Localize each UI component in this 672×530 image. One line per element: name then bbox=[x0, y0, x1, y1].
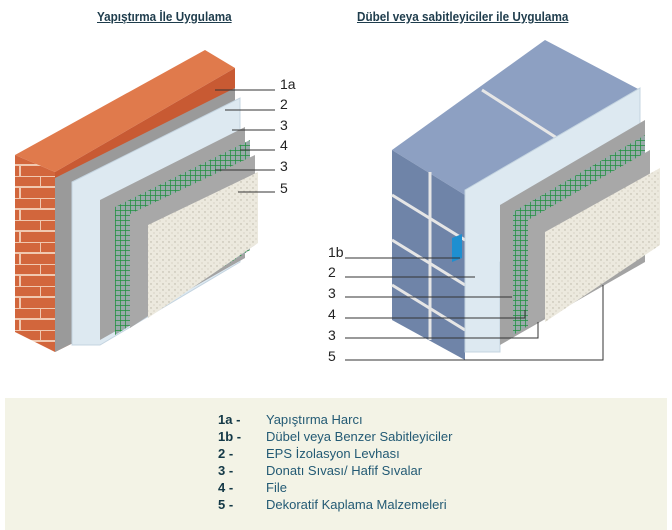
right-diagram-title: Dübel veya sabitleyiciler ile Uygulama bbox=[357, 9, 569, 24]
anchor-dowel bbox=[452, 234, 462, 262]
left-label-4: 4 bbox=[280, 137, 288, 153]
left-label-5: 5 bbox=[280, 180, 288, 196]
wall-layer-diagrams bbox=[15, 40, 660, 361]
legend-text: Donatı Sıvası/ Hafif Sıvalar bbox=[266, 463, 423, 478]
legend-panel: 1a - Yapıştırma Harcı 1b - Dübel veya Benz… bbox=[5, 398, 667, 530]
right-label-3b: 3 bbox=[328, 327, 336, 343]
legend-key: 5 - bbox=[218, 497, 234, 512]
legend-text: Dekoratif Kaplama Malzemeleri bbox=[266, 497, 447, 512]
legend-key: 2 - bbox=[218, 446, 234, 461]
left-diagram-title: Yapıştırma İle Uygulama bbox=[97, 9, 232, 24]
legend-key: 4 - bbox=[218, 480, 234, 495]
decorative-finish bbox=[545, 168, 660, 322]
legend-item: 3 - Donatı Sıvası/ Hafif Sıvalar bbox=[218, 463, 422, 478]
left-label-3a: 3 bbox=[280, 117, 288, 133]
legend-text: EPS İzolasyon Levhası bbox=[266, 446, 400, 461]
right-label-1b: 1b bbox=[328, 244, 344, 260]
legend-text: Dübel veya Benzer Sabitleyiciler bbox=[266, 429, 453, 444]
legend-text: File bbox=[266, 480, 287, 495]
left-label-3b: 3 bbox=[280, 158, 288, 174]
legend-text: Yapıştırma Harcı bbox=[266, 412, 363, 427]
legend-item: 1b - Dübel veya Benzer Sabitleyiciler bbox=[218, 429, 452, 444]
right-leader-lines bbox=[345, 257, 604, 361]
left-leader-lines bbox=[215, 89, 275, 193]
right-label-5: 5 bbox=[328, 348, 336, 364]
right-label-2: 2 bbox=[328, 264, 336, 280]
legend-item: 4 - File bbox=[218, 480, 287, 495]
decorative-finish bbox=[148, 172, 258, 318]
legend-item: 1a - Yapıştırma Harcı bbox=[218, 412, 363, 427]
legend-item: 5 - Dekoratif Kaplama Malzemeleri bbox=[218, 497, 447, 512]
left-label-2: 2 bbox=[280, 96, 288, 112]
left-label-1a: 1a bbox=[280, 76, 296, 92]
right-label-3a: 3 bbox=[328, 285, 336, 301]
legend-key: 3 - bbox=[218, 463, 234, 478]
right-label-4: 4 bbox=[328, 306, 336, 322]
legend-item: 2 - EPS İzolasyon Levhası bbox=[218, 446, 400, 461]
legend-key: 1a - bbox=[218, 412, 241, 427]
legend-key: 1b - bbox=[218, 429, 242, 444]
